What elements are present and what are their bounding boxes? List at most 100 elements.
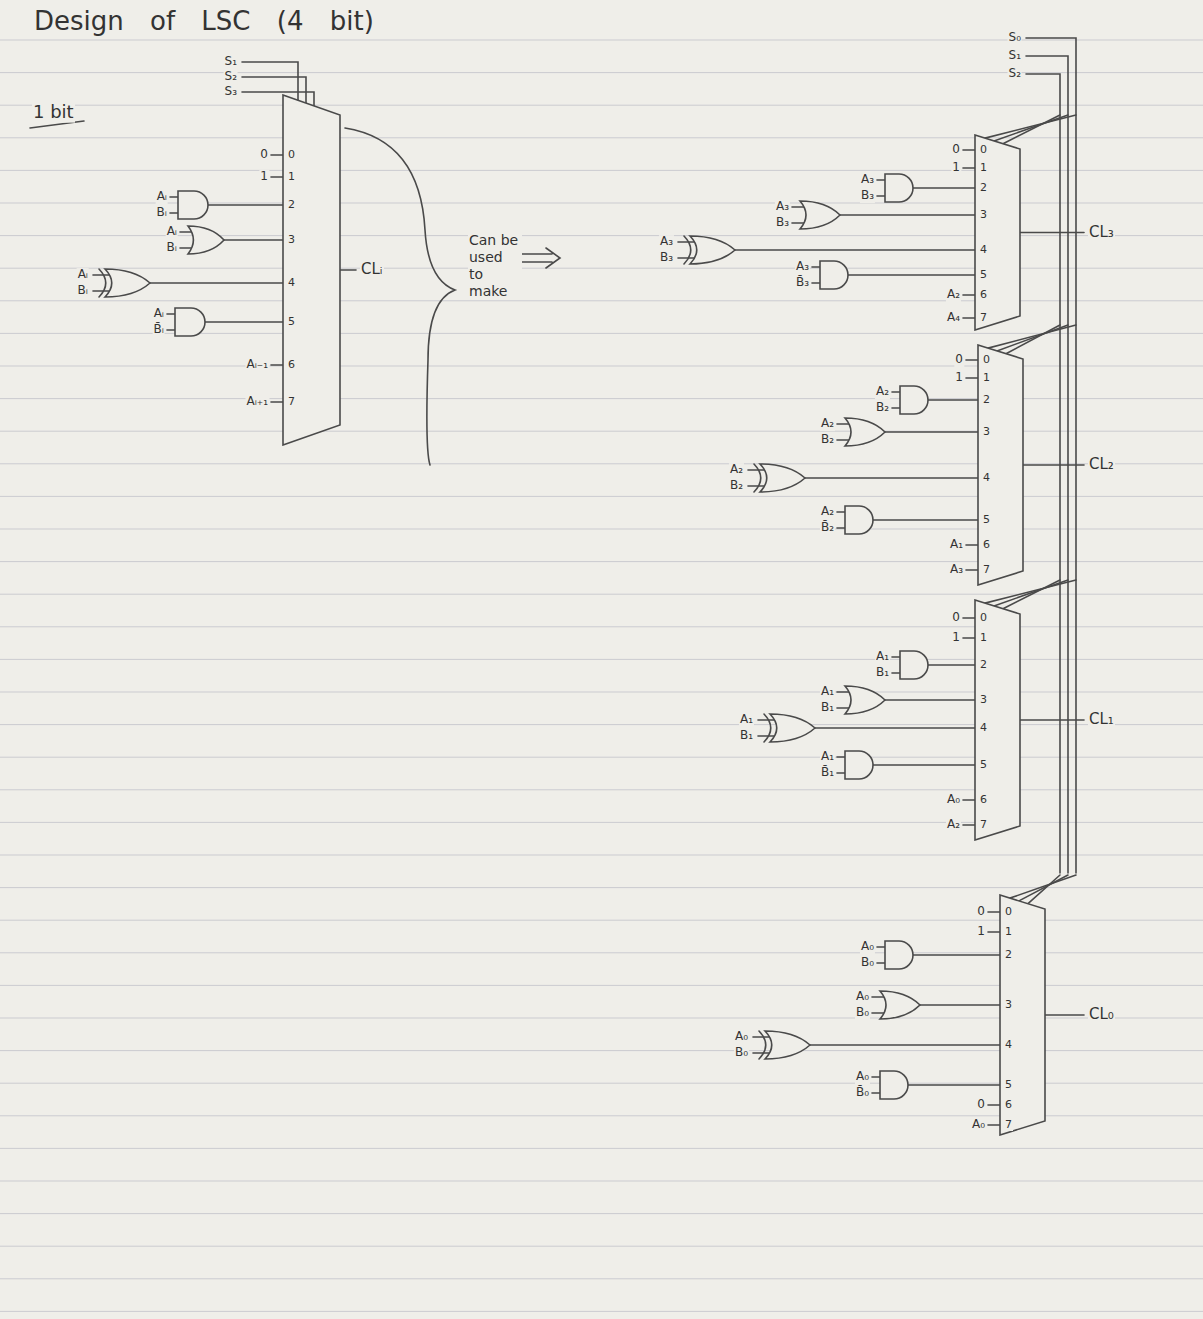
select-tap xyxy=(994,580,1068,606)
mux-input-number: 6 xyxy=(979,289,988,301)
ruled-line xyxy=(0,300,1203,301)
xor-back-curve xyxy=(754,464,761,492)
mux-input-number: 2 xyxy=(1004,949,1013,961)
signal-name: 1 xyxy=(954,371,964,385)
note-text: Can be used to make xyxy=(468,232,522,300)
signal-name: A₄ xyxy=(946,311,961,325)
mux-input-number: 5 xyxy=(1004,1079,1013,1091)
signal-name: B̄₀ xyxy=(855,1086,870,1100)
mux-input-number: 1 xyxy=(982,372,991,384)
and-gate xyxy=(820,261,848,289)
mux-input-number: 6 xyxy=(287,359,296,371)
signal-name: A₂ xyxy=(820,505,835,519)
signal-name: Aᵢ₋₁ xyxy=(246,358,270,372)
signal-name: A₁ xyxy=(739,713,754,727)
signal-name: B₃ xyxy=(775,216,790,230)
mux-input-number: 4 xyxy=(1004,1039,1013,1051)
signal-name: 0 xyxy=(951,611,961,625)
or-gate xyxy=(188,226,224,254)
input-stub xyxy=(963,149,975,151)
signal-name: 0 xyxy=(976,1098,986,1112)
signal-name: B₀ xyxy=(860,956,875,970)
xor-gate xyxy=(760,464,805,492)
xor-back-curve xyxy=(99,269,106,297)
curly-bracket xyxy=(345,128,455,465)
ruled-line xyxy=(0,1213,1203,1214)
gate-output-wire xyxy=(920,1004,1000,1006)
mux-input-number: 3 xyxy=(979,209,988,221)
and-gate xyxy=(845,751,873,779)
signal-name: B̄₂ xyxy=(820,521,835,535)
mux-input-number: 5 xyxy=(982,514,991,526)
input-stub xyxy=(988,1124,1000,1126)
gate-output-wire xyxy=(205,321,283,323)
signal-name: Aᵢ xyxy=(156,190,168,204)
mux-input-number: 0 xyxy=(287,149,296,161)
or-gate xyxy=(880,991,920,1019)
and-gate xyxy=(178,191,208,219)
output-wire xyxy=(1045,1014,1084,1016)
signal-name: A₂ xyxy=(820,417,835,431)
select-tap xyxy=(1010,875,1076,898)
ruled-line xyxy=(0,235,1203,236)
input-stub xyxy=(963,317,975,319)
signal-name: A₁ xyxy=(820,750,835,764)
multiplexer-box: 01234567 xyxy=(974,134,1021,331)
gate-output-wire xyxy=(873,764,975,766)
output-name: CL₃ xyxy=(1088,224,1115,241)
signal-name: 0 xyxy=(951,143,961,157)
mux-input-number: 1 xyxy=(287,171,296,183)
input-stub xyxy=(963,167,975,169)
gate-output-wire xyxy=(150,282,283,284)
xor-gate xyxy=(690,236,735,264)
gate-output-wire xyxy=(735,249,975,251)
select-tap xyxy=(1003,115,1060,144)
and-gate xyxy=(900,651,928,679)
gate-output-wire xyxy=(873,519,978,521)
ruled-line xyxy=(0,789,1203,790)
gate-output-wire xyxy=(840,214,975,216)
signal-name: A₁ xyxy=(875,650,890,664)
ruled-line xyxy=(0,822,1203,823)
signal-name: B̄₃ xyxy=(795,276,810,290)
signal-name: A₀ xyxy=(855,990,870,1004)
signal-name: Bᵢ xyxy=(166,241,178,255)
mux-input-number: 1 xyxy=(979,632,988,644)
ruled-line xyxy=(0,1148,1203,1149)
or-gate xyxy=(800,201,840,229)
input-stub xyxy=(966,359,978,361)
mux-input-number: 3 xyxy=(979,694,988,706)
mux-input-number: 0 xyxy=(982,354,991,366)
gate-output-wire xyxy=(913,187,975,189)
gate-output-wire xyxy=(885,431,978,433)
diagram-title: Design of LSC (4 bit) xyxy=(32,6,376,36)
signal-name: 1 bit xyxy=(32,102,75,123)
mux-input-number: 1 xyxy=(1004,926,1013,938)
gate-output-wire xyxy=(848,274,975,276)
input-stub xyxy=(988,1104,1000,1106)
signal-name: Aᵢ xyxy=(166,225,178,239)
and-gate xyxy=(175,308,205,336)
ruled-line xyxy=(0,692,1203,693)
mux-input-number: 7 xyxy=(982,564,991,576)
mux-input-number: 6 xyxy=(1004,1099,1013,1111)
mux-input-number: 3 xyxy=(287,234,296,246)
ruled-line xyxy=(0,170,1203,171)
and-gate xyxy=(885,941,913,969)
ruled-line xyxy=(0,40,1203,41)
signal-name: A₃ xyxy=(775,200,790,214)
and-gate xyxy=(900,386,928,414)
signal-name: 0 xyxy=(954,353,964,367)
mux-input-number: 0 xyxy=(979,144,988,156)
select-tap xyxy=(1006,325,1060,354)
input-stub xyxy=(271,364,283,366)
ruled-line xyxy=(0,659,1203,660)
mux-input-number: 4 xyxy=(979,244,988,256)
circuit-wires xyxy=(30,38,1084,1125)
input-stub xyxy=(271,154,283,156)
gate-output-wire xyxy=(928,399,978,401)
multiplexer-box: 01234567 xyxy=(974,599,1021,841)
xor-gate xyxy=(105,269,150,297)
